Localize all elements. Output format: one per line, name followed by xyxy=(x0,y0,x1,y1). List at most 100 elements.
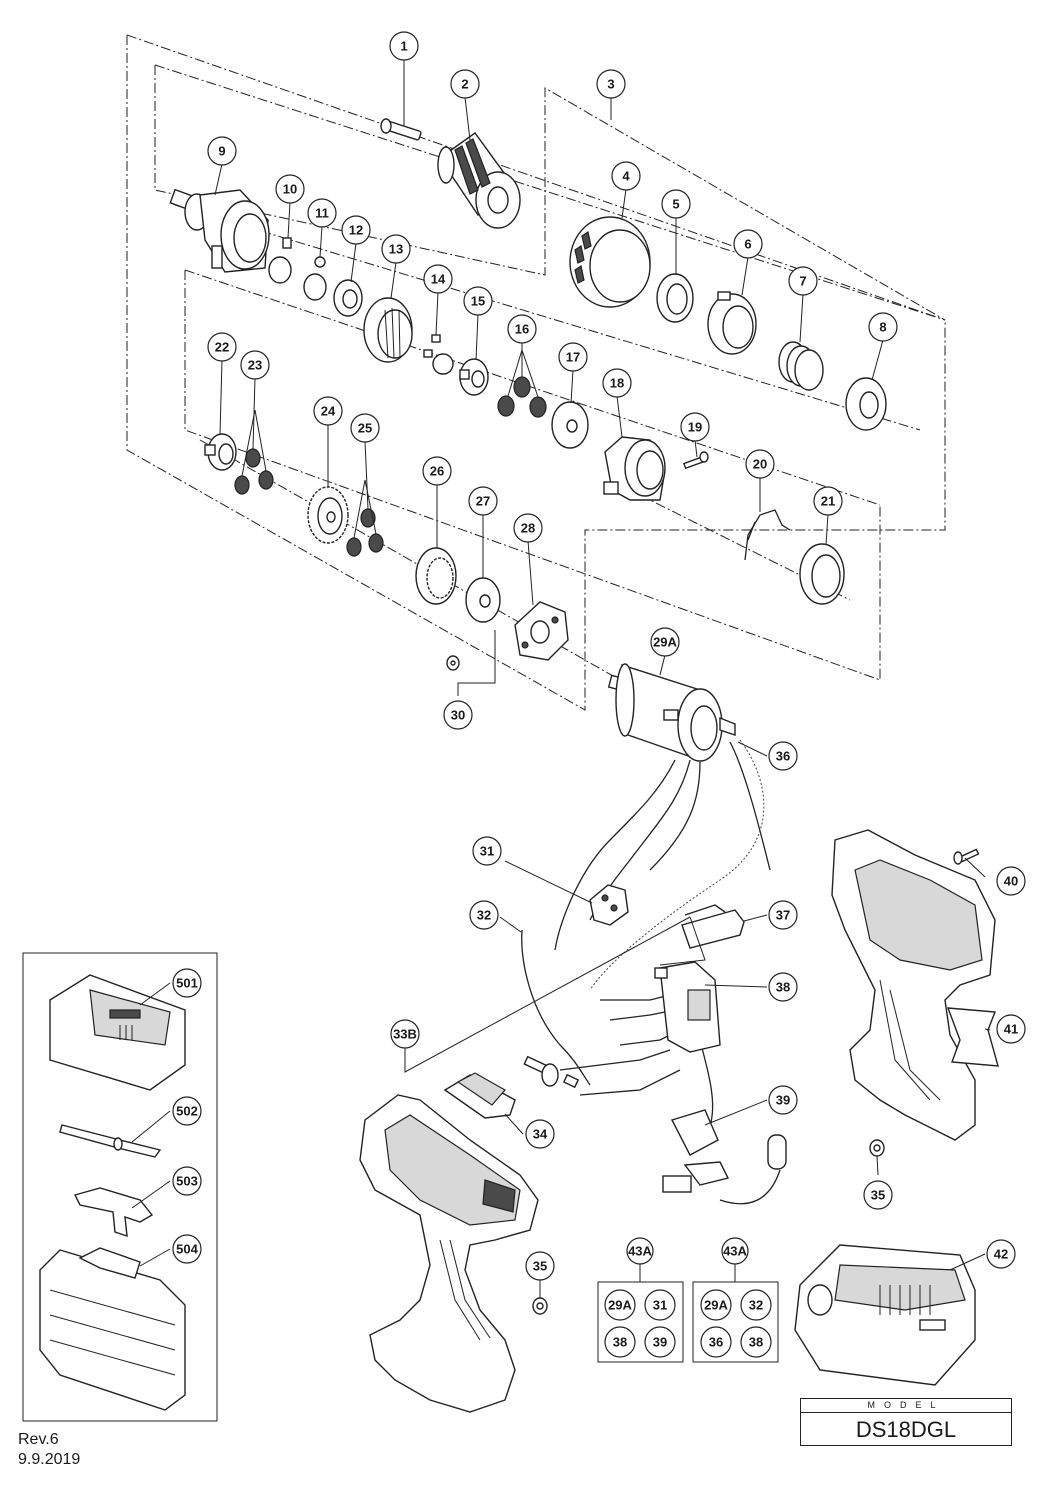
callout-circle xyxy=(996,1014,1026,1044)
part-clutch-housing xyxy=(707,291,757,355)
callout-circle xyxy=(307,198,337,228)
callout-label: 33B xyxy=(393,1027,417,1042)
model-box: MODEL DS18DGL xyxy=(800,1398,1012,1446)
callout-label: 22 xyxy=(215,340,229,355)
callout-circle xyxy=(745,449,775,479)
callout-circle xyxy=(813,486,843,516)
callout-circle xyxy=(172,1234,202,1264)
callout-label: 4 xyxy=(622,169,630,184)
callout-label: 21 xyxy=(821,494,835,509)
kit-2-item: 29A xyxy=(704,1298,728,1313)
part-clutch-ring xyxy=(656,273,694,323)
part-housing-left xyxy=(359,1094,539,1413)
callout-label: 37 xyxy=(776,908,790,923)
part-small-screw xyxy=(683,451,709,470)
kit-1-label: 43A xyxy=(628,1244,652,1259)
callout-label: 35 xyxy=(871,1188,885,1203)
callout-circle xyxy=(733,229,763,259)
callout-circle xyxy=(661,189,691,219)
part-belt-hook xyxy=(73,1187,154,1238)
callout-circle xyxy=(423,264,453,294)
callout-label: 30 xyxy=(451,708,465,723)
callout-circle xyxy=(868,312,898,342)
part-capacitor-assembly xyxy=(662,1109,787,1193)
callout-label: 9 xyxy=(218,144,225,159)
part-pin-and-ball xyxy=(268,237,327,301)
callout-label: 31 xyxy=(480,844,494,859)
part-large-gear xyxy=(307,486,349,544)
callout-circle xyxy=(450,69,480,99)
wiring-harness xyxy=(521,739,781,1205)
callout-label: 501 xyxy=(176,976,198,991)
callout-label: 15 xyxy=(471,294,485,309)
callout-circle xyxy=(172,968,202,998)
callout-label: 3 xyxy=(607,77,614,92)
callout-circle xyxy=(611,161,641,191)
callout-label: 40 xyxy=(1004,874,1018,889)
callout-circle xyxy=(472,836,502,866)
part-connector xyxy=(523,1055,580,1089)
callout-label: 11 xyxy=(315,206,329,221)
callout-circle xyxy=(469,900,499,930)
callout-circle xyxy=(422,456,452,486)
callout-circle xyxy=(525,1119,555,1149)
part-washer-27 xyxy=(465,577,501,623)
callout-label: 42 xyxy=(994,1247,1008,1262)
callout-circle xyxy=(381,234,411,264)
callout-leaders xyxy=(131,59,991,1298)
callout-circle xyxy=(768,1085,798,1115)
kit-2-item: 36 xyxy=(709,1335,723,1350)
callout-label: 20 xyxy=(753,457,767,472)
kit-2-item: 32 xyxy=(749,1298,763,1313)
callout-circle xyxy=(768,741,798,771)
part-planet-gears-25 xyxy=(346,508,384,557)
callout-circle xyxy=(788,266,818,296)
callout-label: 36 xyxy=(776,749,790,764)
callout-label: 2 xyxy=(461,77,468,92)
callout-circle xyxy=(172,1166,202,1196)
callout-label: 7 xyxy=(799,274,806,289)
part-switch-cover xyxy=(681,904,745,949)
part-planet-gears-16 xyxy=(497,376,547,418)
kit-1-item: 29A xyxy=(608,1298,632,1313)
part-carrying-case xyxy=(39,1247,186,1411)
callout-label: 16 xyxy=(515,322,529,337)
callout-circle xyxy=(350,413,380,443)
callout-label: 34 xyxy=(533,1127,548,1142)
part-planet-gears-23 xyxy=(234,448,274,495)
part-housing-right xyxy=(831,829,996,1141)
callout-label: 10 xyxy=(283,182,297,197)
callout-label: 24 xyxy=(321,404,336,419)
part-screw xyxy=(380,118,422,141)
part-washer xyxy=(845,377,887,431)
part-ring-gear xyxy=(363,297,413,363)
kit-1-item: 38 xyxy=(613,1335,627,1350)
callout-label: 1 xyxy=(400,39,407,54)
callout-circle xyxy=(986,1239,1016,1269)
part-gear-cover xyxy=(603,436,666,501)
part-wire-clip xyxy=(744,509,791,561)
callout-label: 504 xyxy=(176,1242,198,1257)
kit-2-item: 38 xyxy=(749,1335,763,1350)
callout-circle xyxy=(341,215,371,245)
callout-circle xyxy=(525,1251,555,1281)
part-planet-carrier xyxy=(459,358,489,396)
kit-1-item: 39 xyxy=(653,1335,667,1350)
callout-circle xyxy=(768,900,798,930)
kit-1-item: 31 xyxy=(653,1298,667,1313)
callout-circle xyxy=(468,486,498,516)
callout-label: 8 xyxy=(879,320,886,335)
callout-label: 19 xyxy=(688,420,702,435)
callout-label: 17 xyxy=(566,350,580,365)
model-number: DS18DGL xyxy=(855,1417,957,1442)
part-housing-screw xyxy=(953,848,980,865)
part-motor xyxy=(607,663,736,762)
callout-label: 39 xyxy=(776,1093,790,1108)
callout-circle xyxy=(275,174,305,204)
part-lock-nut xyxy=(333,279,363,317)
callout-circle xyxy=(313,396,343,426)
callout-label: 35 xyxy=(533,1259,547,1274)
callout-circle xyxy=(207,136,237,166)
callout-circle xyxy=(463,286,493,316)
